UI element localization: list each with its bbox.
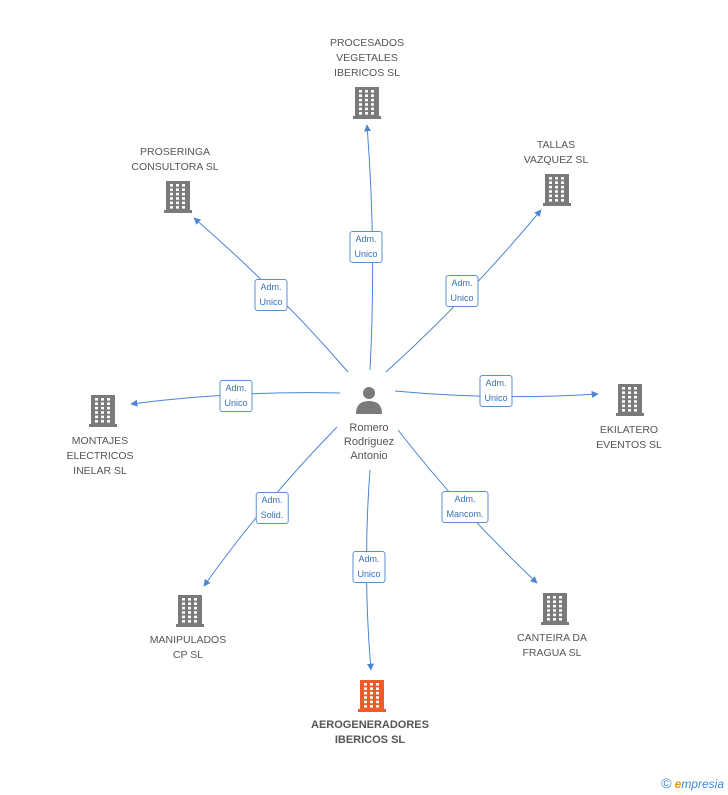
company-name-montajes[interactable]: MONTAJES ELECTRICOS INELAR SL bbox=[66, 435, 134, 477]
building-icon[interactable] bbox=[541, 593, 569, 625]
building-icon[interactable] bbox=[164, 181, 192, 213]
building-icon[interactable] bbox=[353, 87, 381, 119]
role-badge-montajes: Adm. Unico bbox=[219, 380, 253, 412]
building-icon[interactable] bbox=[616, 384, 644, 416]
company-name-aerogeneradores[interactable]: AEROGENERADORES IBERICOS SL bbox=[311, 719, 429, 746]
role-badge-aerogeneradores: Adm. Unico bbox=[352, 551, 386, 583]
building-icon[interactable] bbox=[543, 174, 571, 206]
empresia-logo: ©empresia bbox=[661, 775, 724, 791]
person-icon[interactable] bbox=[356, 387, 382, 414]
building-icon[interactable] bbox=[176, 595, 204, 627]
role-badge-canteira: Adm. Mancom. bbox=[441, 491, 489, 523]
company-name-procesados[interactable]: PROCESADOS VEGETALES IBERICOS SL bbox=[329, 37, 405, 79]
role-badge-tallas: Adm. Unico bbox=[445, 275, 479, 307]
company-name-tallas[interactable]: TALLAS VAZQUEZ SL bbox=[523, 139, 589, 166]
role-badge-procesados: Adm. Unico bbox=[349, 231, 383, 263]
role-badge-ekilatero: Adm. Unico bbox=[479, 375, 513, 407]
company-name-manipulados[interactable]: MANIPULADOS CP SL bbox=[149, 634, 227, 661]
company-name-ekilatero[interactable]: EKILATERO EVENTOS SL bbox=[596, 424, 662, 451]
role-badge-proseringa: Adm. Unico bbox=[254, 279, 288, 311]
company-name-canteira[interactable]: CANTEIRA DA FRAGUA SL bbox=[516, 632, 588, 659]
person-name[interactable]: Romero Rodriguez Antonio bbox=[343, 422, 395, 462]
role-badge-manipulados: Adm. Solid. bbox=[255, 492, 289, 524]
building-icon[interactable] bbox=[358, 680, 386, 712]
company-name-proseringa[interactable]: PROSERINGA CONSULTORA SL bbox=[131, 146, 219, 173]
building-icon[interactable] bbox=[89, 395, 117, 427]
